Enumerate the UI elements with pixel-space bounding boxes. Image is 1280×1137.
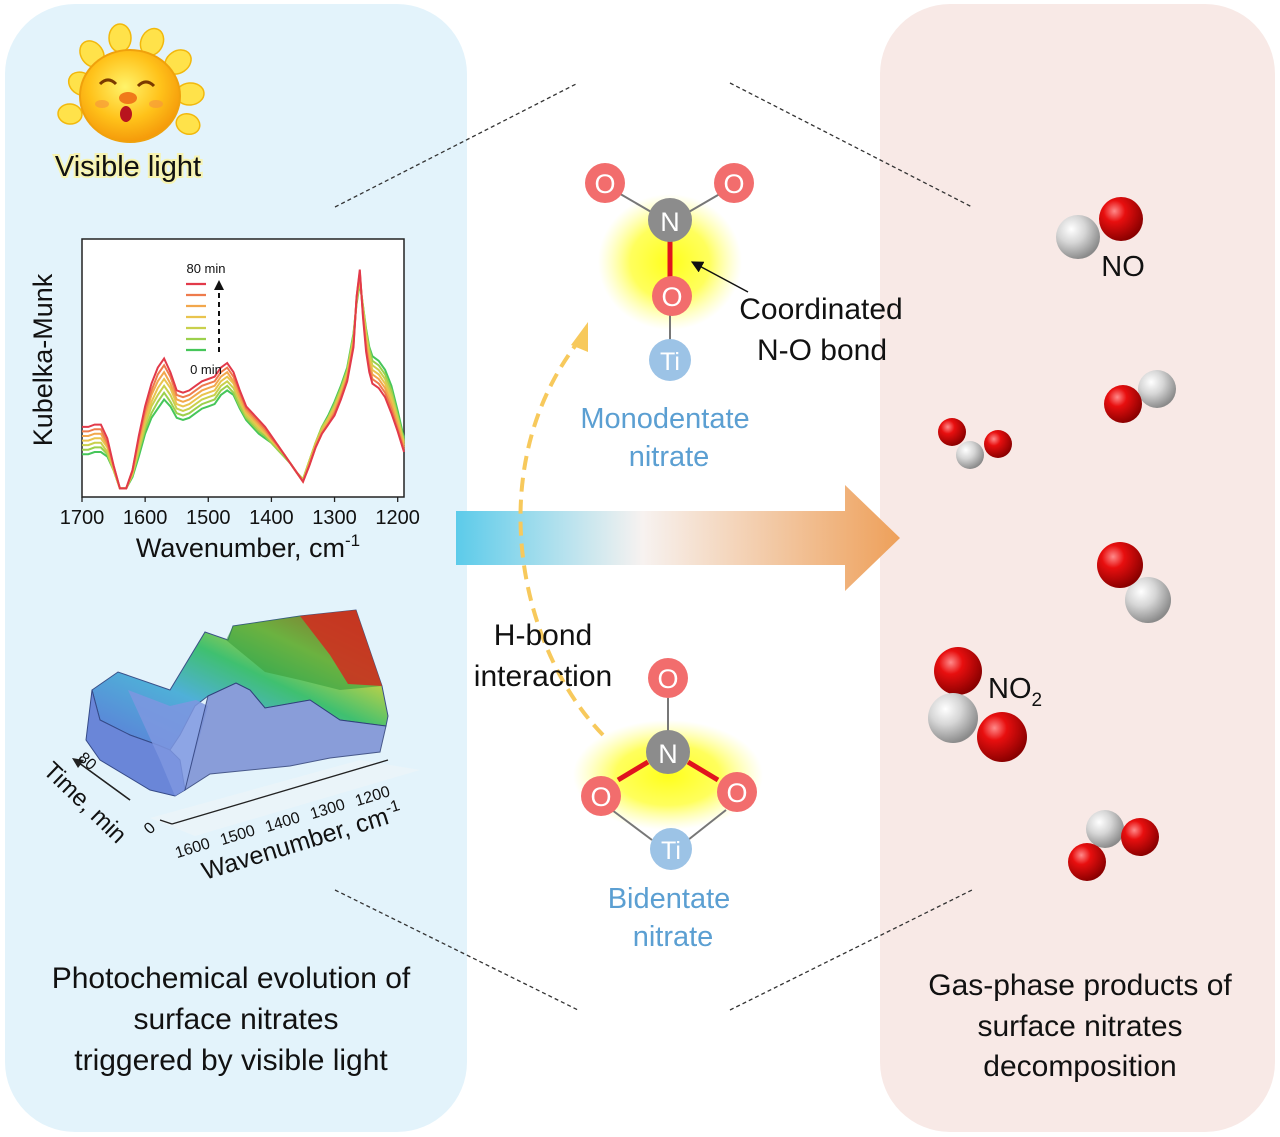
bi-oxygen-right: [717, 772, 757, 812]
spectrum-chart: 1700 1600 1500 1400 1300 1200 Wavenumber, cm-…: [28, 238, 420, 563]
bond-annotation-line-1: Coordinated: [739, 293, 902, 326]
hbond-arrow-head: [571, 322, 588, 352]
mono-nitrogen: [648, 198, 692, 242]
no2-label: NO2: [988, 673, 1042, 711]
legend-arrow-head: [214, 280, 224, 290]
no2-molecule-2: [928, 647, 1027, 762]
right-panel: [880, 4, 1275, 1132]
time-axis-arrow-head: [72, 758, 84, 768]
no2-subscript: 2: [1032, 690, 1043, 711]
zoom-line-top-right: [729, 82, 973, 208]
chart-x-tick-label: 1200: [375, 507, 420, 529]
no-molecule-2: [1104, 370, 1176, 423]
monodentate-label-line-2: nitrate: [629, 441, 710, 473]
hbond-label-line-1: H-bond: [494, 619, 592, 652]
surface-ridge-1: [128, 690, 208, 796]
no-label: NO: [1101, 251, 1145, 283]
bond-annotation-arrow: [690, 261, 749, 293]
bi-titanium-label: Ti: [661, 837, 681, 865]
surface-peak: [300, 610, 382, 686]
chart-frame: [81, 238, 405, 498]
monodentate-nitrate: O O N O Ti Monodentate nitrate: [580, 163, 754, 473]
left-caption-line-2: surface nitrates: [133, 1003, 338, 1036]
bi-bond-n-o-right: [686, 759, 720, 783]
mono-oxygen-right-label: O: [723, 169, 744, 199]
chart-y-axis-label: Kubelka-Munk: [28, 273, 58, 446]
zoom-line-bottom-right: [729, 889, 973, 1011]
bidentate-label-line-1: Bidentate: [608, 883, 731, 915]
mono-oxygen-bottom: [652, 276, 692, 316]
no-molecule-1: [1056, 197, 1143, 259]
surface-ridge-2: [184, 682, 387, 792]
monodentate-label-line-1: Monodentate: [580, 403, 749, 435]
chart-series-line: [82, 269, 405, 490]
bi-bond-n-o-left: [616, 759, 650, 783]
chart-x-tick-label: 1700: [60, 507, 105, 529]
right-caption-line-1: Gas-phase products of: [928, 969, 1232, 1002]
mono-titanium: [649, 339, 691, 381]
chart-x-axis-label: Wavenumber, cm-1: [136, 531, 360, 563]
hbond-label-line-2: interaction: [474, 660, 612, 693]
surface-floor-grid: [150, 760, 420, 836]
mono-titanium-label: Ti: [660, 348, 680, 376]
right-caption-line-3: decomposition: [983, 1050, 1176, 1083]
chart-series-group: [82, 269, 405, 490]
bond-annotation-line-2: N-O bond: [757, 334, 887, 367]
bi-oxygen-right-label: O: [726, 778, 747, 808]
legend-top-label: 80 min: [186, 261, 225, 276]
bi-bond-o-ti-left: [611, 809, 653, 841]
gas-molecules: NO NO2: [928, 197, 1176, 881]
legend-bottom-label: 0 min: [190, 362, 222, 377]
bi-nitrogen: [646, 730, 690, 774]
mono-nitrogen-label: N: [660, 207, 680, 237]
chart-x-tick-label: 1400: [249, 507, 294, 529]
zoom-lines: [334, 82, 973, 1011]
bi-oxygen-left-label: O: [590, 782, 611, 812]
sun-icon: [57, 23, 205, 143]
chart-x-tick-label: 1500: [186, 507, 231, 529]
no2-molecule-1: [938, 418, 1012, 469]
bi-oxygen-top: [648, 658, 688, 698]
bi-oxygen-left: [581, 776, 621, 816]
bi-nitrogen-label: N: [658, 739, 678, 769]
zoom-line-top-left: [334, 82, 579, 208]
zoom-line-bottom-left: [334, 889, 579, 1011]
mono-oxygen-left: [585, 163, 625, 203]
hbond-dashed-arrow: [518, 340, 605, 737]
chart-x-tick-label: 1300: [312, 507, 357, 529]
chart-x-axis-superscript: -1: [345, 531, 360, 550]
time-axis-arrow: [74, 759, 131, 801]
bi-bond-o-ti-right: [687, 809, 727, 841]
chart-legend: 80 min 0 min: [186, 261, 226, 377]
bidentate-label-line-2: nitrate: [633, 921, 714, 953]
mono-oxygen-bottom-label: O: [661, 282, 682, 312]
bi-titanium: [650, 828, 692, 870]
bi-oxygen-top-label: O: [657, 664, 678, 694]
chart-x-tick-label: 1600: [123, 507, 168, 529]
transformation-arrow: [456, 485, 900, 591]
surface-x-axis-superscript: -1: [383, 797, 402, 817]
mono-oxygen-right: [714, 163, 754, 203]
right-caption-line-2: surface nitrates: [977, 1010, 1182, 1043]
left-caption-line-1: Photochemical evolution of: [52, 962, 411, 995]
no2-molecule-3: [1068, 810, 1159, 881]
no-molecule-3: [1097, 542, 1171, 623]
sun-label: Visible light: [55, 151, 201, 183]
right-caption: Gas-phase products of surface nitrates d…: [928, 969, 1232, 1083]
left-caption: Photochemical evolution of surface nitra…: [52, 962, 411, 1077]
bidentate-glow: [573, 720, 763, 830]
bidentate-nitrate: O N O O Ti Bidentate nitrate: [573, 658, 763, 953]
chart-x-ticks: 1700 1600 1500 1400 1300 1200: [60, 497, 420, 529]
mono-oxygen-left-label: O: [594, 169, 615, 199]
left-caption-line-3: triggered by visible light: [74, 1044, 388, 1077]
